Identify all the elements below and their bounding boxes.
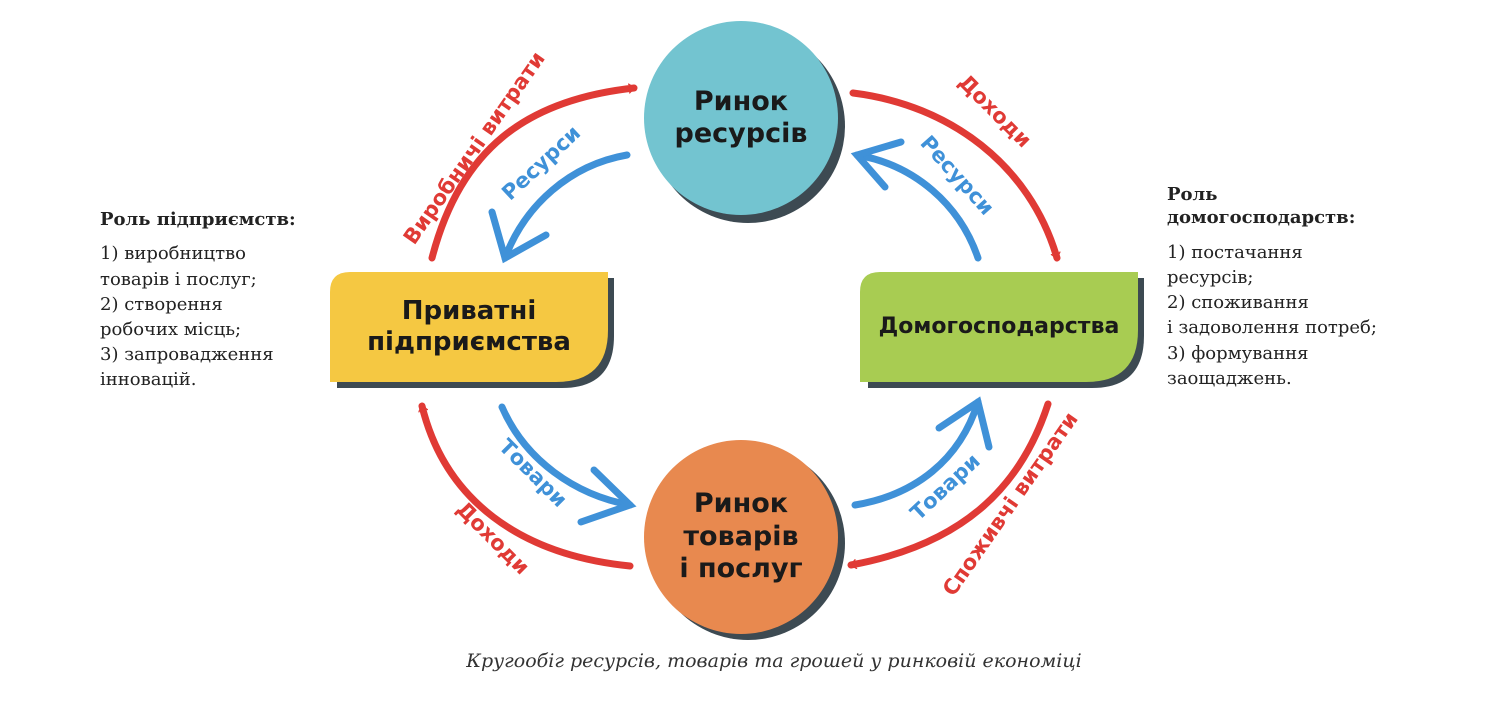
resource-market-label: Ринок ресурсів (674, 85, 808, 149)
goods-right-arrow (851, 398, 982, 509)
resources-right-arrow (853, 151, 982, 262)
households-role-title: Роль домогосподарств: (1167, 184, 1356, 229)
production-costs-arrow (428, 88, 638, 262)
resources-right-label: Ресурси (916, 131, 999, 220)
goods-right-arrowhead (935, 396, 993, 451)
firms-role-item: 2) створення робочих місць; (100, 293, 242, 340)
income-top-arrow (849, 89, 1057, 262)
households-label: Домогосподарства (878, 313, 1120, 339)
figure-caption: Кругообіг ресурсів, товарів та грошей у … (466, 650, 1082, 672)
resources-right-arrowhead (850, 138, 905, 191)
goods-left-arrow (498, 403, 634, 509)
income-top-label: Доходи (954, 70, 1037, 153)
households-role-item: 2) споживання і задоволення потреб; (1167, 292, 1377, 339)
goods-market-circle (644, 440, 838, 634)
firms-box (330, 272, 608, 382)
resources-left-arrow (501, 151, 631, 262)
goods-left-arrowhead (577, 466, 637, 526)
firms-role-block: Роль підприємств: 1) виробництво товарів… (100, 208, 330, 393)
consumer-spending-arrow (847, 400, 1052, 565)
firms-role-title: Роль підприємств: (100, 209, 296, 230)
goods-market-label: Ринок товарів і послуг (679, 488, 803, 585)
households-role-block: Роль домогосподарств: 1) постачання ресу… (1167, 183, 1467, 391)
resource-market-circle (644, 21, 838, 215)
income-bottom-arrow (422, 402, 634, 570)
firms-label: Приватні підприємства (367, 295, 571, 357)
households-role-item: 1) постачання ресурсів; (1167, 241, 1303, 288)
resources-left-arrowhead (488, 208, 550, 264)
firms-role-item: 1) виробництво товарів і послуг; (100, 243, 257, 290)
households-box (860, 272, 1138, 382)
firms-role-item: 3) запровадження інновацій. (100, 344, 274, 391)
households-role-item: 3) формування заощаджень. (1167, 342, 1309, 389)
